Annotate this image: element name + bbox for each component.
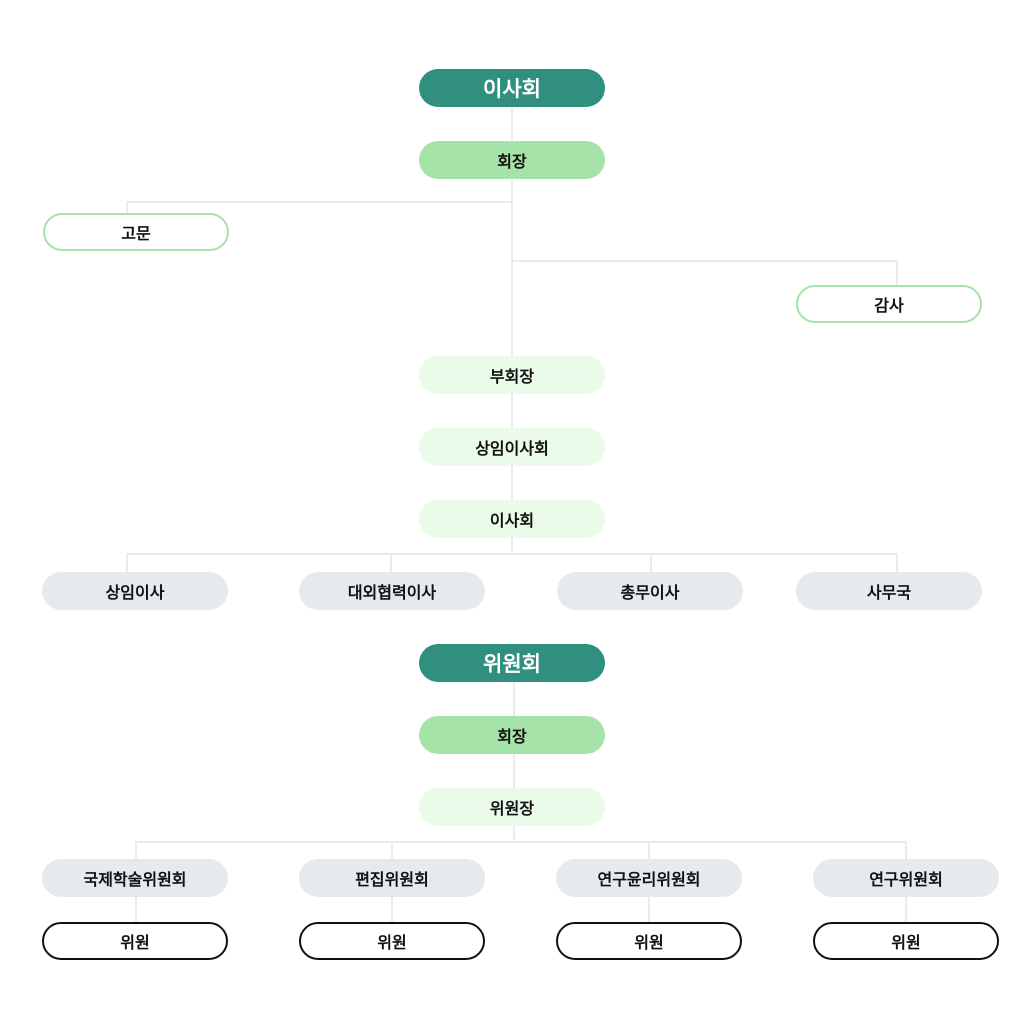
member-node: 위원 (556, 922, 742, 960)
chair-node: 회장 (419, 141, 605, 179)
board-node: 이사회 (419, 500, 605, 538)
connector (390, 553, 392, 572)
connector (896, 260, 898, 285)
connector (650, 553, 652, 572)
member-node: 위원 (42, 922, 228, 960)
connector (513, 682, 515, 842)
board-title-node: 이사회 (419, 69, 605, 107)
auditor-node: 감사 (796, 285, 982, 323)
member-node: 위원 (299, 922, 485, 960)
committee-head-node: 위원장 (419, 788, 605, 826)
member-node: 총무이사 (557, 572, 743, 610)
committee-node: 연구윤리위원회 (556, 859, 742, 897)
connector (126, 553, 128, 572)
connector (126, 201, 513, 203)
member-node: 상임이사 (42, 572, 228, 610)
connector (126, 201, 128, 213)
committee-node: 편집위원회 (299, 859, 485, 897)
member-node: 위원 (813, 922, 999, 960)
member-node: 대외협력이사 (299, 572, 485, 610)
member-node: 사무국 (796, 572, 982, 610)
connector (511, 107, 513, 555)
connector (126, 553, 898, 555)
advisor-node: 고문 (43, 213, 229, 251)
connector (135, 841, 907, 843)
vice-chair-node: 부회장 (419, 356, 605, 394)
standing-board-node: 상임이사회 (419, 428, 605, 466)
connector (511, 260, 898, 262)
committee-node: 연구위원회 (813, 859, 999, 897)
committee-node: 국제학술위원회 (42, 859, 228, 897)
connector (896, 553, 898, 572)
committee-chair-node: 회장 (419, 716, 605, 754)
committee-title-node: 위원회 (419, 644, 605, 682)
